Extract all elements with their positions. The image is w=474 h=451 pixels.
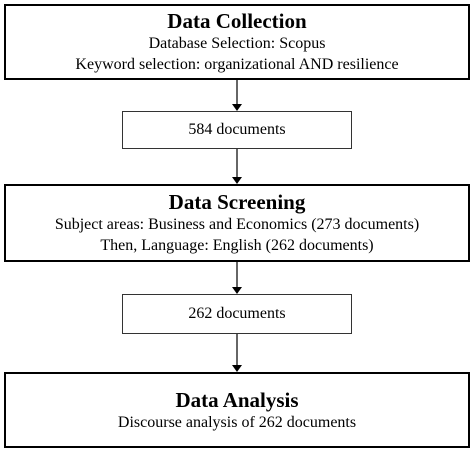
data-collection-line-1: Database Selection: Scopus — [148, 35, 326, 52]
data-screening-line-1: Subject areas: Business and Economics (2… — [54, 216, 420, 233]
data-screening-box: Data Screening Subject areas: Business a… — [4, 184, 470, 262]
data-analysis-line-1: Discourse analysis of 262 documents — [117, 413, 357, 431]
arrow-3 — [232, 262, 242, 294]
count-text-2: 262 documents — [188, 305, 286, 322]
count-box-1: 584 documents — [122, 111, 352, 149]
arrow-4 — [232, 334, 242, 372]
data-analysis-box: Data Analysis Discourse analysis of 262 … — [4, 372, 470, 448]
count-box-2: 262 documents — [122, 294, 352, 334]
arrow-2 — [232, 149, 242, 184]
data-collection-title: Data Collection — [167, 9, 307, 33]
count-text-1: 584 documents — [188, 121, 286, 138]
arrow-1 — [232, 80, 242, 111]
data-screening-line-2: Then, Language: English (262 documents) — [100, 237, 374, 254]
data-collection-box: Data Collection Database Selection: Scop… — [4, 4, 470, 80]
data-analysis-title: Data Analysis — [175, 387, 299, 412]
data-collection-line-2: Keyword selection: organizational AND re… — [75, 56, 399, 73]
data-screening-title: Data Screening — [168, 190, 306, 214]
